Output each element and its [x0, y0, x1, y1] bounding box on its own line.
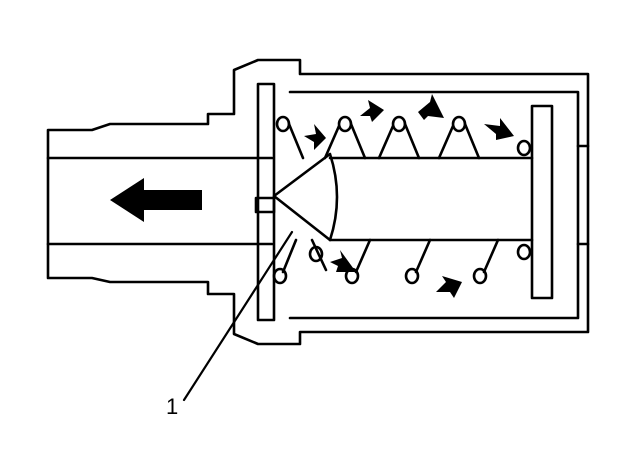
valve-tip	[254, 196, 276, 214]
flow-arrow-small	[484, 118, 514, 140]
flow-arrow-small	[304, 124, 326, 150]
flow-arrow-small	[330, 250, 356, 272]
valve-seat-plate	[256, 82, 276, 322]
spring-coils-bottom	[272, 238, 532, 285]
callout-1-label: 1	[166, 394, 178, 419]
spring-coils-top	[275, 115, 532, 160]
flow-arrow-small	[360, 100, 384, 122]
housing-outline	[46, 58, 590, 346]
flow-arrow-outlet	[110, 178, 202, 222]
end-plate	[530, 104, 554, 300]
flow-arrow-small	[418, 94, 444, 120]
flow-arrow-small	[436, 276, 462, 298]
valve-cone	[272, 152, 339, 242]
chamber-inner-wall	[288, 90, 580, 320]
plunger-stem	[328, 156, 534, 242]
callout-1-leader	[182, 230, 294, 402]
